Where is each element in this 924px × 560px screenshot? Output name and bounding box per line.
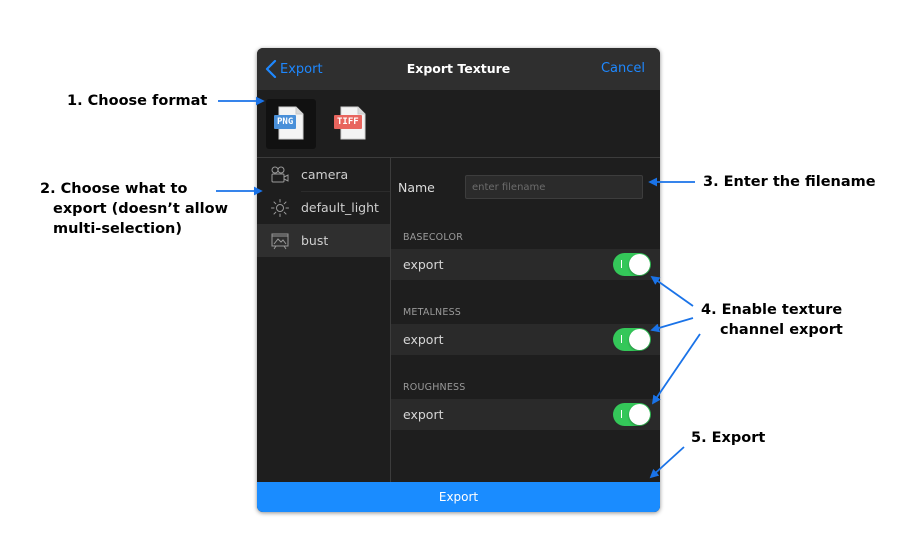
- cancel-button[interactable]: Cancel: [600, 61, 645, 76]
- chevron-left-icon: [265, 60, 277, 78]
- sun-icon: [271, 198, 289, 217]
- annotation-step-2-line-1: 2. Choose what to: [40, 181, 188, 197]
- export-settings-panel: Name BASECOLOR export METALNESS export R…: [391, 158, 660, 482]
- channel-row-basecolor: export: [391, 249, 660, 280]
- format-option-png[interactable]: PNG: [266, 99, 316, 149]
- channel-row-roughness: export: [391, 399, 660, 430]
- basecolor-export-toggle[interactable]: [613, 253, 651, 276]
- name-label: Name: [398, 180, 435, 195]
- format-label-tiff: TIFF: [334, 115, 362, 129]
- format-label-png: PNG: [274, 115, 297, 129]
- roughness-export-toggle[interactable]: [613, 403, 651, 426]
- format-option-tiff[interactable]: TIFF: [328, 99, 378, 149]
- navbar: Export Export Texture Cancel: [257, 48, 660, 90]
- channel-row-label: export: [403, 257, 444, 272]
- back-button-label: Export: [280, 61, 323, 77]
- sidebar-separator: [301, 191, 390, 192]
- section-header-metalness: METALNESS: [403, 307, 462, 318]
- object-list: camera default_light: [257, 158, 390, 482]
- filename-input[interactable]: [465, 175, 643, 199]
- annotation-step-5: 5. Export: [691, 430, 766, 446]
- sidebar-item-label: camera: [301, 167, 349, 182]
- sidebar-item-default-light[interactable]: default_light: [257, 191, 390, 224]
- dialog-title: Export Texture: [406, 61, 511, 76]
- arrow-step-4c: [651, 333, 701, 405]
- annotation-step-3: 3. Enter the filename: [703, 174, 876, 190]
- channel-row-metalness: export: [391, 324, 660, 355]
- channel-row-label: export: [403, 332, 444, 347]
- format-picker: PNG TIFF: [257, 90, 660, 157]
- sidebar-item-camera[interactable]: camera: [257, 158, 390, 191]
- annotation-step-2-line-2: export (doesn’t allow: [53, 201, 228, 217]
- back-button[interactable]: Export: [265, 48, 323, 90]
- section-header-basecolor: BASECOLOR: [403, 232, 463, 243]
- annotation-step-1: 1. Choose format: [67, 93, 208, 109]
- format-divider: [257, 157, 660, 158]
- sidebar-item-label: default_light: [301, 200, 379, 215]
- image-icon: [271, 233, 289, 249]
- metalness-export-toggle[interactable]: [613, 328, 651, 351]
- sidebar-item-bust[interactable]: bust: [257, 224, 390, 257]
- export-button[interactable]: Export: [257, 482, 660, 512]
- annotation-step-4-line-2: channel export: [720, 322, 843, 338]
- annotation-step-2-line-3: multi-selection): [53, 221, 182, 237]
- sidebar-item-label: bust: [301, 233, 329, 248]
- sidebar-divider: [390, 158, 391, 482]
- export-texture-dialog: Export Export Texture Cancel PNG TIFF: [257, 48, 660, 512]
- channel-row-label: export: [403, 407, 444, 422]
- camera-icon: [271, 166, 289, 182]
- annotation-step-4-line-1: 4. Enable texture: [701, 302, 843, 318]
- section-header-roughness: ROUGHNESS: [403, 382, 466, 393]
